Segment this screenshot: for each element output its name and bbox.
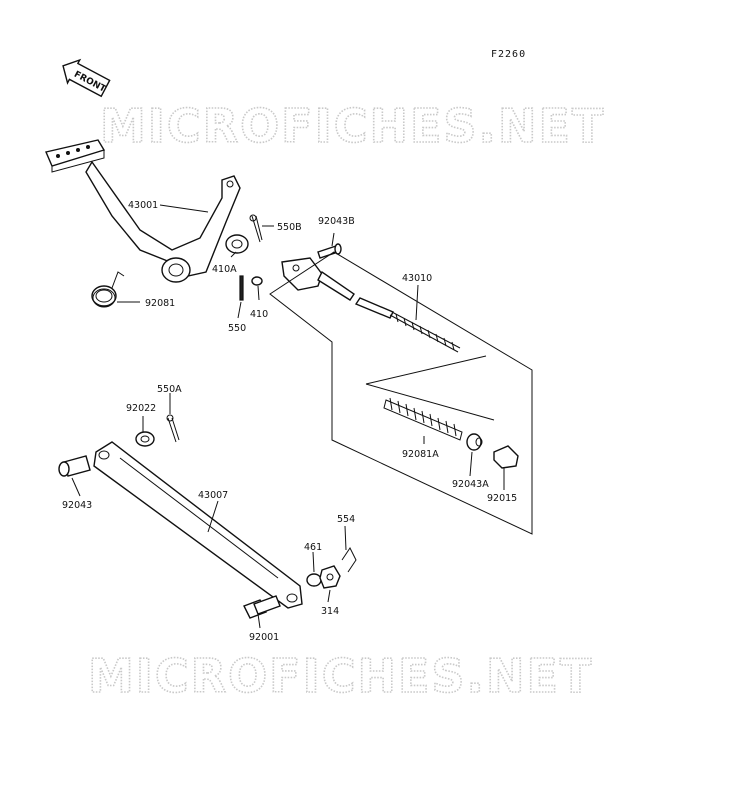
label-550B: 550B bbox=[277, 222, 302, 233]
collar-92043A bbox=[466, 433, 483, 451]
washer-410A bbox=[225, 234, 249, 254]
label-92081: 92081 bbox=[145, 298, 175, 309]
label-554: 554 bbox=[337, 514, 355, 525]
watermark-bottom: MICROFICHES.NET bbox=[88, 649, 593, 703]
label-314: 314 bbox=[321, 606, 339, 617]
watermark-top: MICROFICHES.NET bbox=[100, 99, 605, 153]
cotter-pin-550B bbox=[249, 214, 263, 243]
adjusting-nut-92015 bbox=[493, 445, 519, 469]
link-rod-43007 bbox=[93, 441, 303, 609]
label-43010: 43010 bbox=[402, 273, 432, 284]
brake-pedal-43001 bbox=[45, 139, 241, 283]
assembly-outline bbox=[269, 251, 533, 535]
pin-550 bbox=[239, 275, 244, 301]
nut-314 bbox=[319, 565, 341, 589]
pin-550A bbox=[166, 414, 180, 443]
label-550A: 550A bbox=[157, 384, 182, 395]
label-92043: 92043 bbox=[62, 500, 92, 511]
label-92015: 92015 bbox=[487, 493, 517, 504]
clip-554 bbox=[341, 547, 357, 573]
label-43007: 43007 bbox=[198, 490, 228, 501]
label-92081A: 92081A bbox=[402, 449, 439, 460]
clevis-pin-92043 bbox=[58, 455, 91, 477]
label-92001: 92001 bbox=[249, 632, 279, 643]
brake-rod-43010 bbox=[281, 257, 461, 353]
return-spring-92081 bbox=[91, 271, 125, 308]
label-92043A: 92043A bbox=[452, 479, 489, 490]
label-550: 550 bbox=[228, 323, 246, 334]
bolt-92001 bbox=[243, 595, 281, 619]
label-410A: 410A bbox=[212, 264, 237, 275]
label-92043B: 92043B bbox=[318, 216, 355, 227]
label-92022: 92022 bbox=[126, 403, 156, 414]
label-43001: 43001 bbox=[128, 200, 158, 211]
washer-461 bbox=[306, 573, 322, 587]
label-410: 410 bbox=[250, 309, 268, 320]
label-461: 461 bbox=[304, 542, 322, 553]
washer-410 bbox=[251, 276, 263, 286]
washer-92022 bbox=[135, 431, 155, 447]
front-arrow-icon: FRONT bbox=[62, 58, 111, 98]
leader-lines bbox=[71, 204, 505, 629]
spring-92081A bbox=[383, 397, 463, 441]
assembly-zigzag bbox=[365, 355, 495, 421]
clevis-pin-92043B bbox=[317, 243, 342, 259]
figure-code: F2260 bbox=[491, 49, 526, 60]
